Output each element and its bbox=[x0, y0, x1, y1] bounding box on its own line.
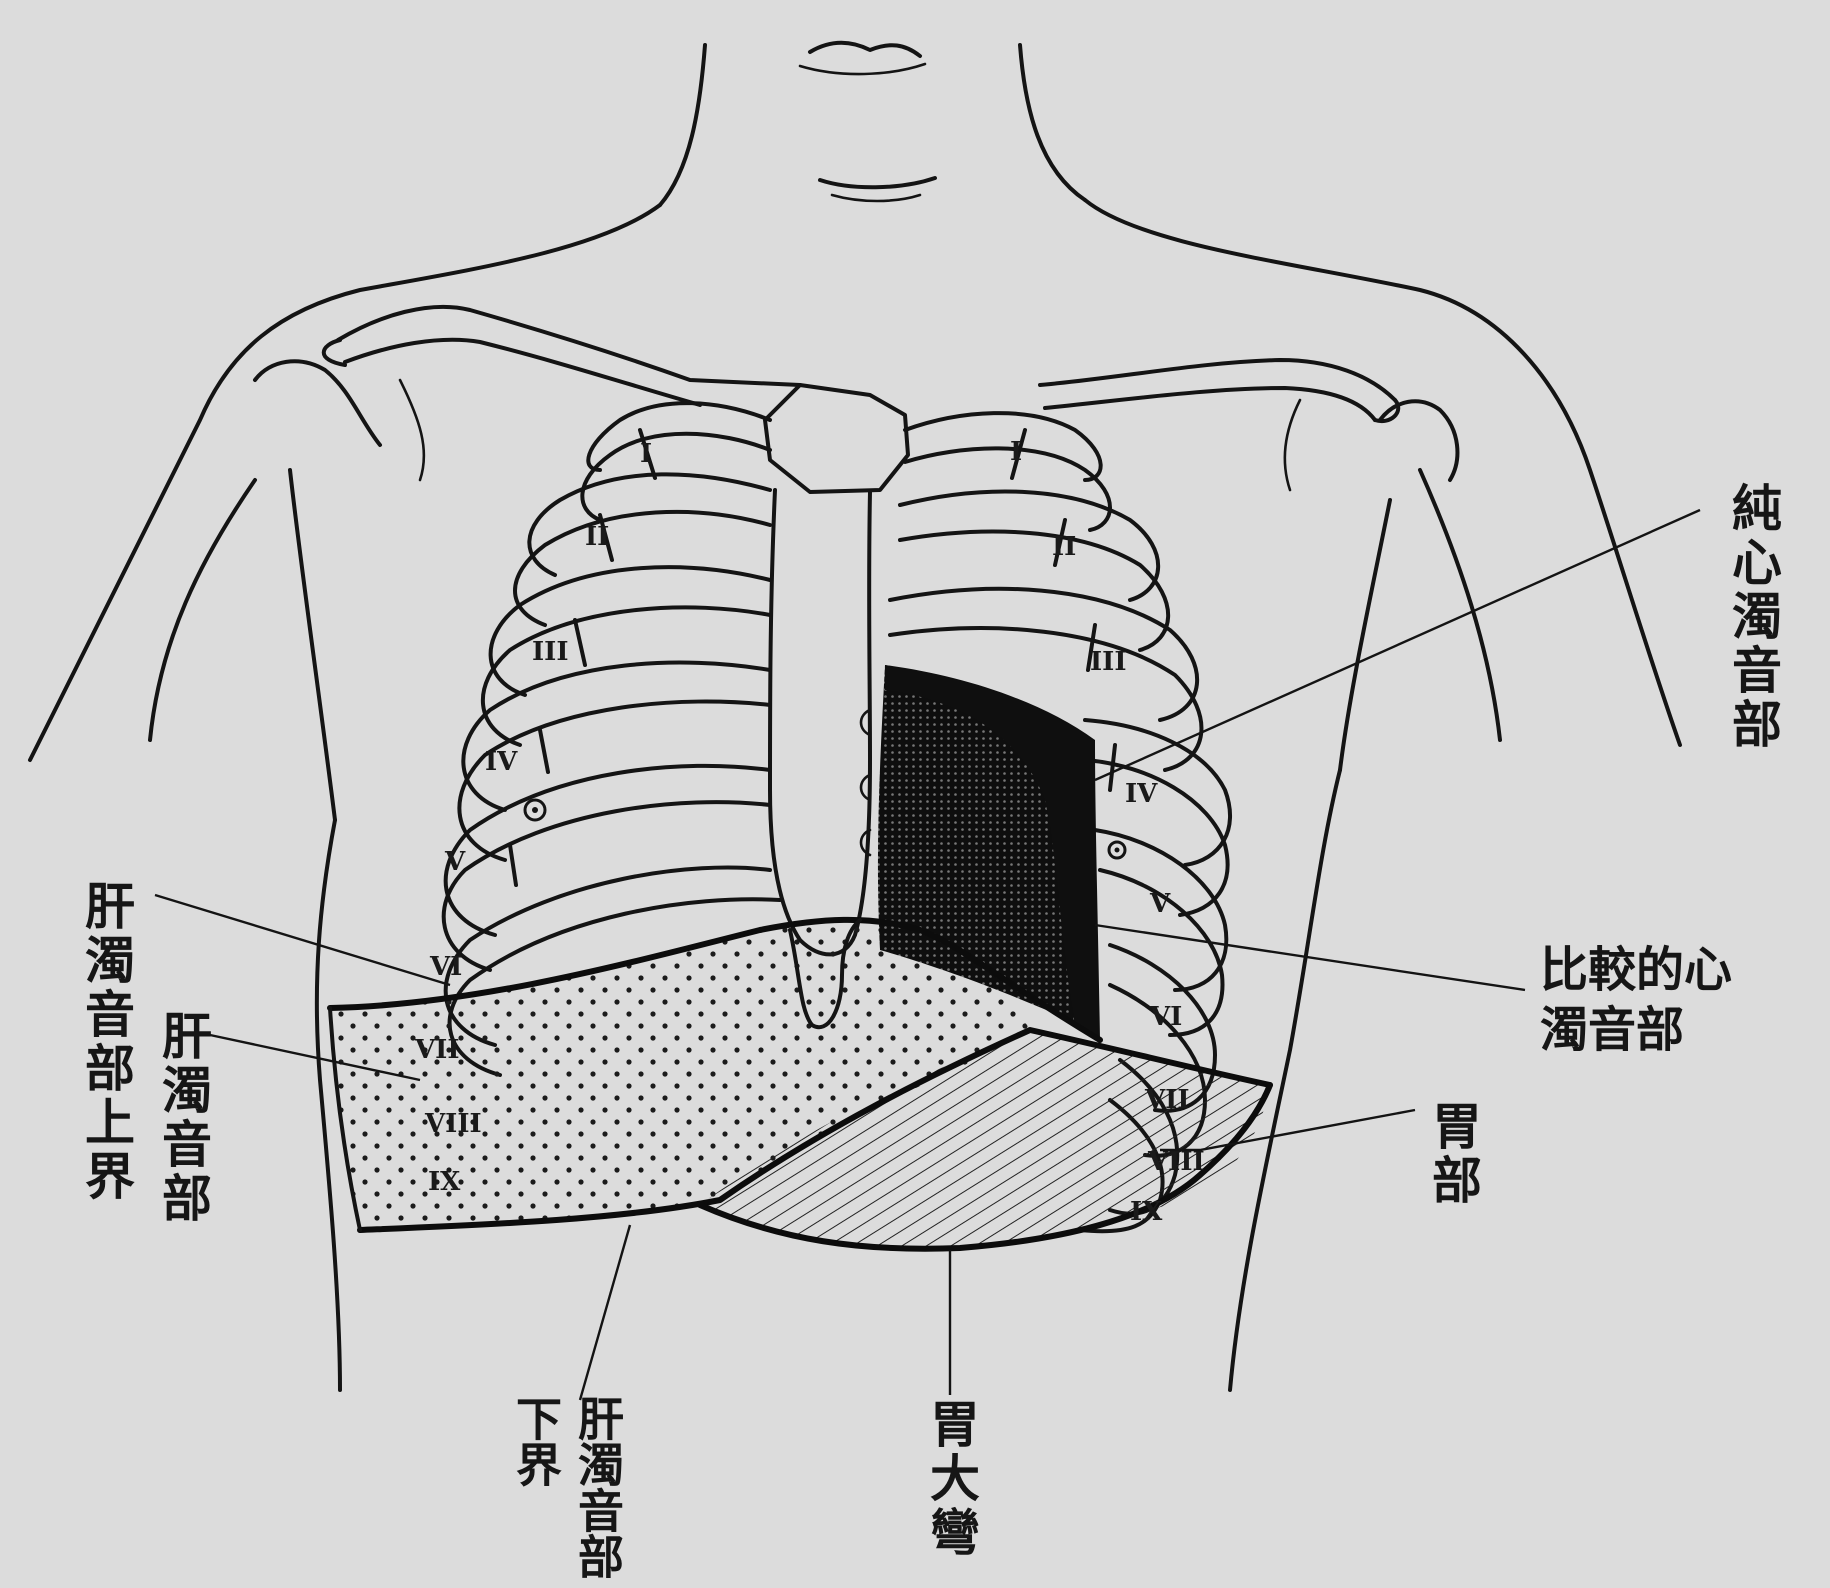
label-pure-cardiac-dullness: 純心濁音部 bbox=[1722, 482, 1784, 752]
rib-numeral: I bbox=[1010, 437, 1022, 467]
label-liver-dullness-lower-border-text: 肝濁音部下界 bbox=[505, 1395, 629, 1580]
rib-numeral: III bbox=[532, 637, 569, 667]
rib-numeral: IX bbox=[1130, 1197, 1163, 1227]
rib-numeral: VI bbox=[429, 952, 462, 982]
rib-numeral: II bbox=[1052, 532, 1076, 562]
rib-numeral: VII bbox=[414, 1035, 460, 1065]
rib-numeral: V bbox=[1149, 889, 1171, 919]
rib-numeral: I bbox=[640, 439, 652, 469]
rib-numeral: III bbox=[1090, 647, 1127, 677]
label-greater-curvature: 胃大彎 bbox=[920, 1398, 982, 1560]
rib-numeral: IV bbox=[1125, 779, 1158, 809]
rib-numeral: IX bbox=[428, 1167, 461, 1197]
label-liver-dullness-upper-border: 肝濁音部上界 bbox=[75, 880, 137, 1204]
label-relative-cardiac-dullness: 比較的心濁音部 bbox=[1540, 940, 1780, 1080]
label-liver-dullness-lower-border: 肝濁音部下界 bbox=[505, 1395, 635, 1585]
clavicles bbox=[255, 307, 1457, 490]
rib-numeral: VII bbox=[1144, 1085, 1190, 1115]
label-liver-dullness: 肝濁音部 bbox=[152, 1010, 214, 1226]
label-relative-cardiac-dullness-text: 比較的心濁音部 bbox=[1540, 940, 1760, 1060]
rib-numeral: II bbox=[585, 522, 609, 552]
rib-numeral: VIII bbox=[424, 1109, 482, 1139]
label-stomach: 胃部 bbox=[1422, 1100, 1484, 1208]
rib-numeral: VI bbox=[1149, 1002, 1182, 1032]
rib-numeral: IV bbox=[485, 747, 518, 777]
rib-numeral: V bbox=[444, 847, 466, 877]
rib-numeral: VIII bbox=[1147, 1147, 1205, 1177]
